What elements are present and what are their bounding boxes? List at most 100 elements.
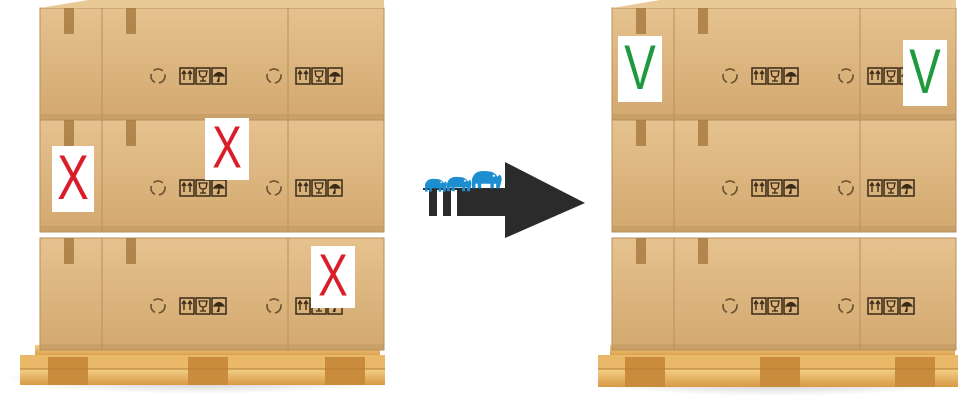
keep-dry-icon <box>899 297 915 315</box>
tape <box>64 8 74 34</box>
keep-dry-icon <box>211 297 227 315</box>
box-top <box>40 0 384 8</box>
fragile-icon <box>883 67 899 85</box>
recycle-icon <box>150 180 166 196</box>
this-way-up-icon <box>867 179 883 197</box>
tape <box>698 8 708 34</box>
keep-dry-icon <box>783 67 799 85</box>
this-way-up-icon <box>295 297 311 315</box>
elephant-icon <box>472 171 502 189</box>
cardboard-box <box>611 237 675 351</box>
recycle-icon <box>266 298 282 314</box>
label-card: X <box>311 244 355 310</box>
pallet-base <box>20 345 385 385</box>
cardboard-box <box>611 119 675 233</box>
tape <box>64 238 74 264</box>
this-way-up-icon <box>295 179 311 197</box>
keep-dry-icon <box>327 67 343 85</box>
keep-dry-icon <box>327 179 343 197</box>
fragile-icon <box>195 297 211 315</box>
handling-symbols <box>722 67 799 85</box>
cardboard-box <box>673 119 861 233</box>
handling-symbols <box>266 67 343 85</box>
keep-dry-icon <box>899 179 915 197</box>
tape <box>126 120 136 146</box>
label-mark: V <box>909 36 941 106</box>
tape <box>126 8 136 34</box>
handling-symbols <box>722 297 799 315</box>
tape <box>636 8 646 34</box>
right-pallet <box>585 0 959 396</box>
recycle-icon <box>838 298 854 314</box>
cardboard-box <box>101 237 289 351</box>
cardboard-box <box>838 119 957 233</box>
box-top <box>612 0 956 8</box>
recycle-icon <box>150 68 166 84</box>
handling-symbols <box>150 297 227 315</box>
keep-dry-icon <box>783 297 799 315</box>
this-way-up-icon <box>295 67 311 85</box>
recycle-icon <box>838 180 854 196</box>
left-labels: X X X <box>52 116 355 310</box>
tape <box>636 120 646 146</box>
tape <box>64 120 74 146</box>
cardboard-box <box>101 7 289 121</box>
handling-symbols <box>838 179 915 197</box>
arrow <box>423 162 585 238</box>
handling-symbols <box>150 67 227 85</box>
cardboard-box <box>266 7 385 121</box>
label-card: X <box>205 116 249 182</box>
fragile-icon <box>767 179 783 197</box>
recycle-icon <box>838 68 854 84</box>
fragile-icon <box>883 179 899 197</box>
tape <box>698 120 708 146</box>
cardboard-box <box>39 237 103 351</box>
keep-dry-icon <box>783 179 799 197</box>
label-card: V <box>903 36 947 106</box>
recycle-icon <box>722 180 738 196</box>
recycle-icon <box>266 68 282 84</box>
handling-symbols <box>838 297 915 315</box>
recycle-icon <box>266 180 282 196</box>
cardboard-box <box>39 7 103 121</box>
fragile-icon <box>883 297 899 315</box>
fragile-icon <box>767 297 783 315</box>
label-mark: V <box>624 32 656 102</box>
elephant-icon <box>425 171 502 192</box>
fragile-icon <box>195 67 211 85</box>
elephant-icon <box>447 176 472 192</box>
recycle-icon <box>722 298 738 314</box>
this-way-up-icon <box>867 297 883 315</box>
this-way-up-icon <box>867 67 883 85</box>
this-way-up-icon <box>179 179 195 197</box>
fragile-icon <box>311 179 327 197</box>
this-way-up-icon <box>751 297 767 315</box>
cardboard-box <box>266 119 385 233</box>
elephant-icon <box>425 178 447 192</box>
keep-dry-icon <box>211 67 227 85</box>
fragile-icon <box>195 179 211 197</box>
fragile-icon <box>311 67 327 85</box>
this-way-up-icon <box>179 297 195 315</box>
label-mark: X <box>318 244 348 310</box>
this-way-up-icon <box>751 179 767 197</box>
tape <box>698 238 708 264</box>
recycle-icon <box>150 298 166 314</box>
cardboard-box <box>838 237 957 351</box>
recycle-icon <box>722 68 738 84</box>
cardboard-box <box>673 237 861 351</box>
label-card: X <box>52 142 94 212</box>
this-way-up-icon <box>179 67 195 85</box>
handling-symbols <box>266 179 343 197</box>
box-stack <box>611 0 957 351</box>
label-mark: X <box>212 116 242 182</box>
cardboard-box <box>101 119 289 233</box>
tape <box>636 238 646 264</box>
this-way-up-icon <box>751 67 767 85</box>
cardboard-box <box>673 7 861 121</box>
pallet-base <box>598 345 958 387</box>
label-mark: X <box>57 142 89 212</box>
handling-symbols <box>150 179 227 197</box>
